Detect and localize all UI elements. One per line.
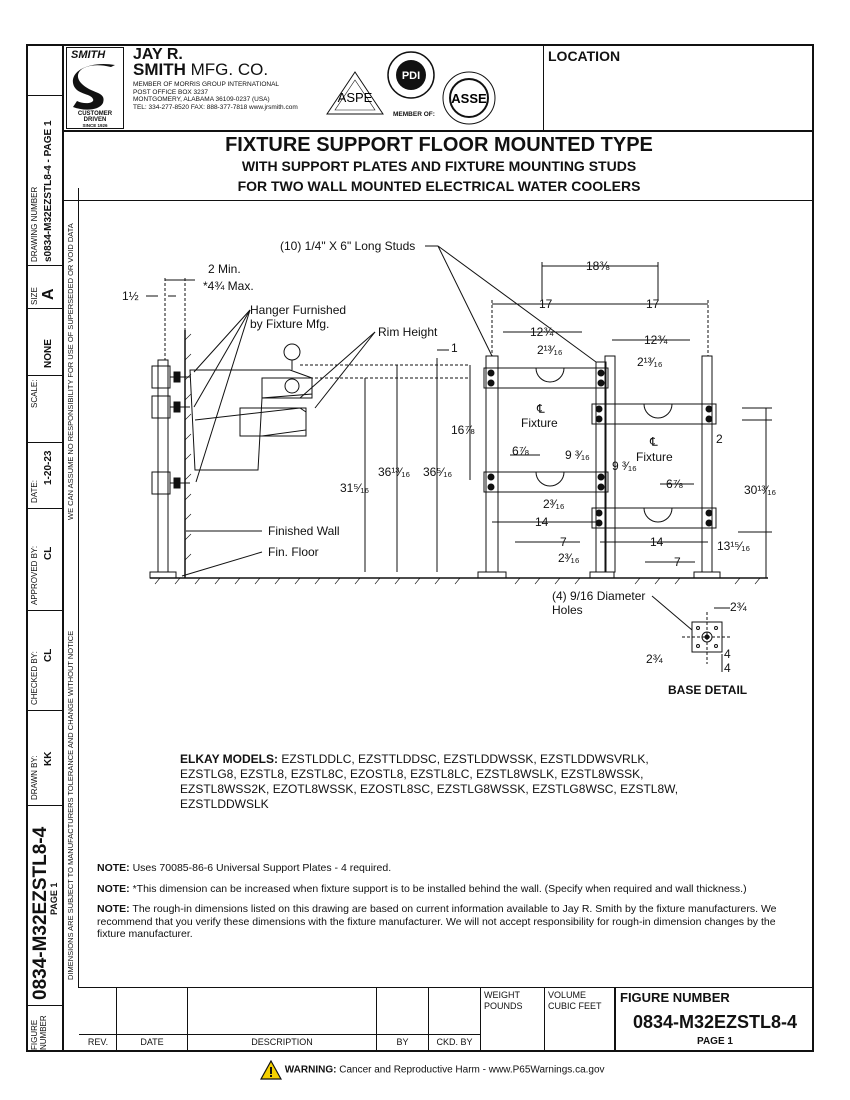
- dim-13: 13¹⁵⁄₁₆: [717, 539, 750, 553]
- dim-17-b: 17: [646, 297, 660, 311]
- base-detail-label: BASE DETAIL: [668, 683, 747, 697]
- studs-label: (10) 1/4" X 6" Long Studs: [280, 239, 415, 253]
- base-dim-2-3-4-b: 2¾: [646, 652, 664, 666]
- svg-text:ASPE: ASPE: [338, 90, 373, 105]
- notes: NOTE: Uses 70085-86-6 Universal Support …: [97, 862, 797, 941]
- holes-label-2: Holes: [552, 603, 583, 617]
- dim-1: 1: [451, 341, 458, 355]
- pdi-logo-icon: PDI: [387, 51, 435, 99]
- dim-12-a: 12¾: [530, 325, 554, 339]
- figure-page: PAGE 1: [697, 1036, 733, 1047]
- volume-cell: VOLUME CUBIC FEET: [548, 990, 602, 1011]
- base-dim-2-3-4-a: 2¾: [730, 600, 748, 614]
- dim-14-a: 14: [535, 515, 549, 529]
- centerline-2-symbol: ℄: [649, 435, 658, 449]
- note-3: NOTE: The rough-in dimensions listed on …: [97, 903, 777, 940]
- by-header: BY: [396, 1037, 409, 1047]
- dim-2: 2: [716, 432, 723, 446]
- dim-9-b: 9 ³⁄₁₆: [612, 459, 637, 473]
- svg-text:PDI: PDI: [402, 70, 420, 82]
- dim-2-13-b: 2¹³⁄₁₆: [637, 355, 663, 369]
- asse-logo-icon: ASSE: [442, 71, 496, 125]
- company-address: MEMBER OF MORRIS GROUP INTERNATIONAL POS…: [133, 81, 298, 111]
- dim-36-b: 36⁵⁄₁₆: [423, 465, 452, 479]
- drawing-frame: [26, 44, 814, 1052]
- location-label: LOCATION: [548, 48, 621, 64]
- dim-7-a: 7: [560, 535, 567, 549]
- fin-floor-label: Fin. Floor: [268, 545, 319, 559]
- date-header: DATE: [140, 1037, 164, 1047]
- elkay-models: ELKAY MODELS: EZSTLDDLC, EZSTTLDDSC, EZS…: [180, 752, 679, 811]
- figure-number: 0834-M32EZSTL8-4: [632, 1012, 798, 1032]
- aspe-logo-icon: ASPE: [326, 71, 384, 115]
- prop65-warning: WARNING: Cancer and Reproductive Harm - …: [259, 1059, 605, 1080]
- dim-9-a: 9 ³⁄₁₆: [565, 448, 590, 462]
- dim-36-a: 36¹³⁄₁₆: [378, 465, 410, 479]
- holes-label-1: (4) 9/16 Diameter: [552, 589, 645, 603]
- smith-logo-icon: [72, 63, 115, 110]
- dim-2-3-b: 2³⁄₁₆: [558, 551, 580, 565]
- dim-12-b: 12¾: [644, 333, 668, 347]
- note-1: NOTE: Uses 70085-86-6 Universal Support …: [97, 862, 392, 874]
- centerline-1-symbol: ℄: [536, 402, 545, 416]
- svg-text:ASSE: ASSE: [451, 91, 487, 106]
- two-min-label: 2 Min.: [208, 262, 241, 276]
- base-dim-4-a: 4: [724, 647, 731, 661]
- title-line-1: FIXTURE SUPPORT FLOOR MOUNTED TYPE: [225, 134, 653, 156]
- figure-number-side-label: FIGURE NUMBER: [30, 1015, 48, 1050]
- dim-17-a: 17: [539, 297, 553, 311]
- title-line-3: FOR TWO WALL MOUNTED ELECTRICAL WATER CO…: [237, 178, 641, 194]
- centerline-2-label: Fixture: [636, 450, 673, 464]
- member-of-label: MEMBER OF:: [393, 111, 435, 118]
- centerline-1-label: Fixture: [521, 416, 558, 430]
- dim-2-3-a: 2³⁄₁₆: [543, 497, 565, 511]
- dim-30: 30¹³⁄₁₆: [744, 483, 776, 497]
- dim-2-13-a: 2¹³⁄₁₆: [537, 343, 563, 357]
- base-dim-4-b: 4: [724, 661, 731, 675]
- disclaimer-divider: [78, 188, 79, 988]
- description-header: DESCRIPTION: [251, 1037, 313, 1047]
- note-2: NOTE: *This dimension can be increased w…: [97, 882, 747, 895]
- ckd-by-header: CKD. BY: [436, 1037, 473, 1047]
- dim-31: 31⁵⁄₁₆: [340, 481, 369, 495]
- drawn-label: DRAWN BY:: [30, 755, 39, 800]
- finished-wall-label: Finished Wall: [268, 524, 340, 538]
- weight-cell: WEIGHT POUNDS: [484, 990, 523, 1011]
- big-drawing-page: PAGE 1: [49, 882, 59, 915]
- company-name-2: SMITH MFG. CO.: [133, 60, 269, 79]
- dim-7-b: 7: [674, 555, 681, 569]
- dim-6-a: 6⅞: [512, 444, 530, 458]
- dim-18: 18⅜: [586, 259, 610, 273]
- drawn-value: KK: [43, 751, 54, 766]
- figure-number-label: FIGURE NUMBER: [620, 990, 730, 1005]
- technical-drawing: (10) 1/4" X 6" Long Studs 2 Min. *4¾ Max…: [122, 239, 776, 697]
- one-half-label: 1½: [122, 289, 139, 303]
- sidebar-divider: [62, 44, 64, 1052]
- dim-14-b: 14: [650, 535, 664, 549]
- warning-triangle-icon: [259, 1059, 283, 1080]
- four-max-label: *4¾ Max.: [203, 279, 254, 293]
- hanger-label-1: Hanger Furnished: [250, 303, 346, 317]
- title-line-2: WITH SUPPORT PLATES AND FIXTURE MOUNTING…: [241, 158, 637, 174]
- company-logo: SMITH CUSTOMER DRIVEN SINCE 1926: [66, 47, 124, 129]
- rim-height-label: Rim Height: [378, 325, 438, 339]
- dim-6-b: 6⅞: [666, 477, 684, 491]
- company-name-1: JAY R.: [133, 46, 183, 63]
- dim-16: 16⅞: [451, 423, 475, 437]
- rev-header: REV.: [87, 1037, 109, 1047]
- hanger-label-2: by Fixture Mfg.: [250, 317, 329, 331]
